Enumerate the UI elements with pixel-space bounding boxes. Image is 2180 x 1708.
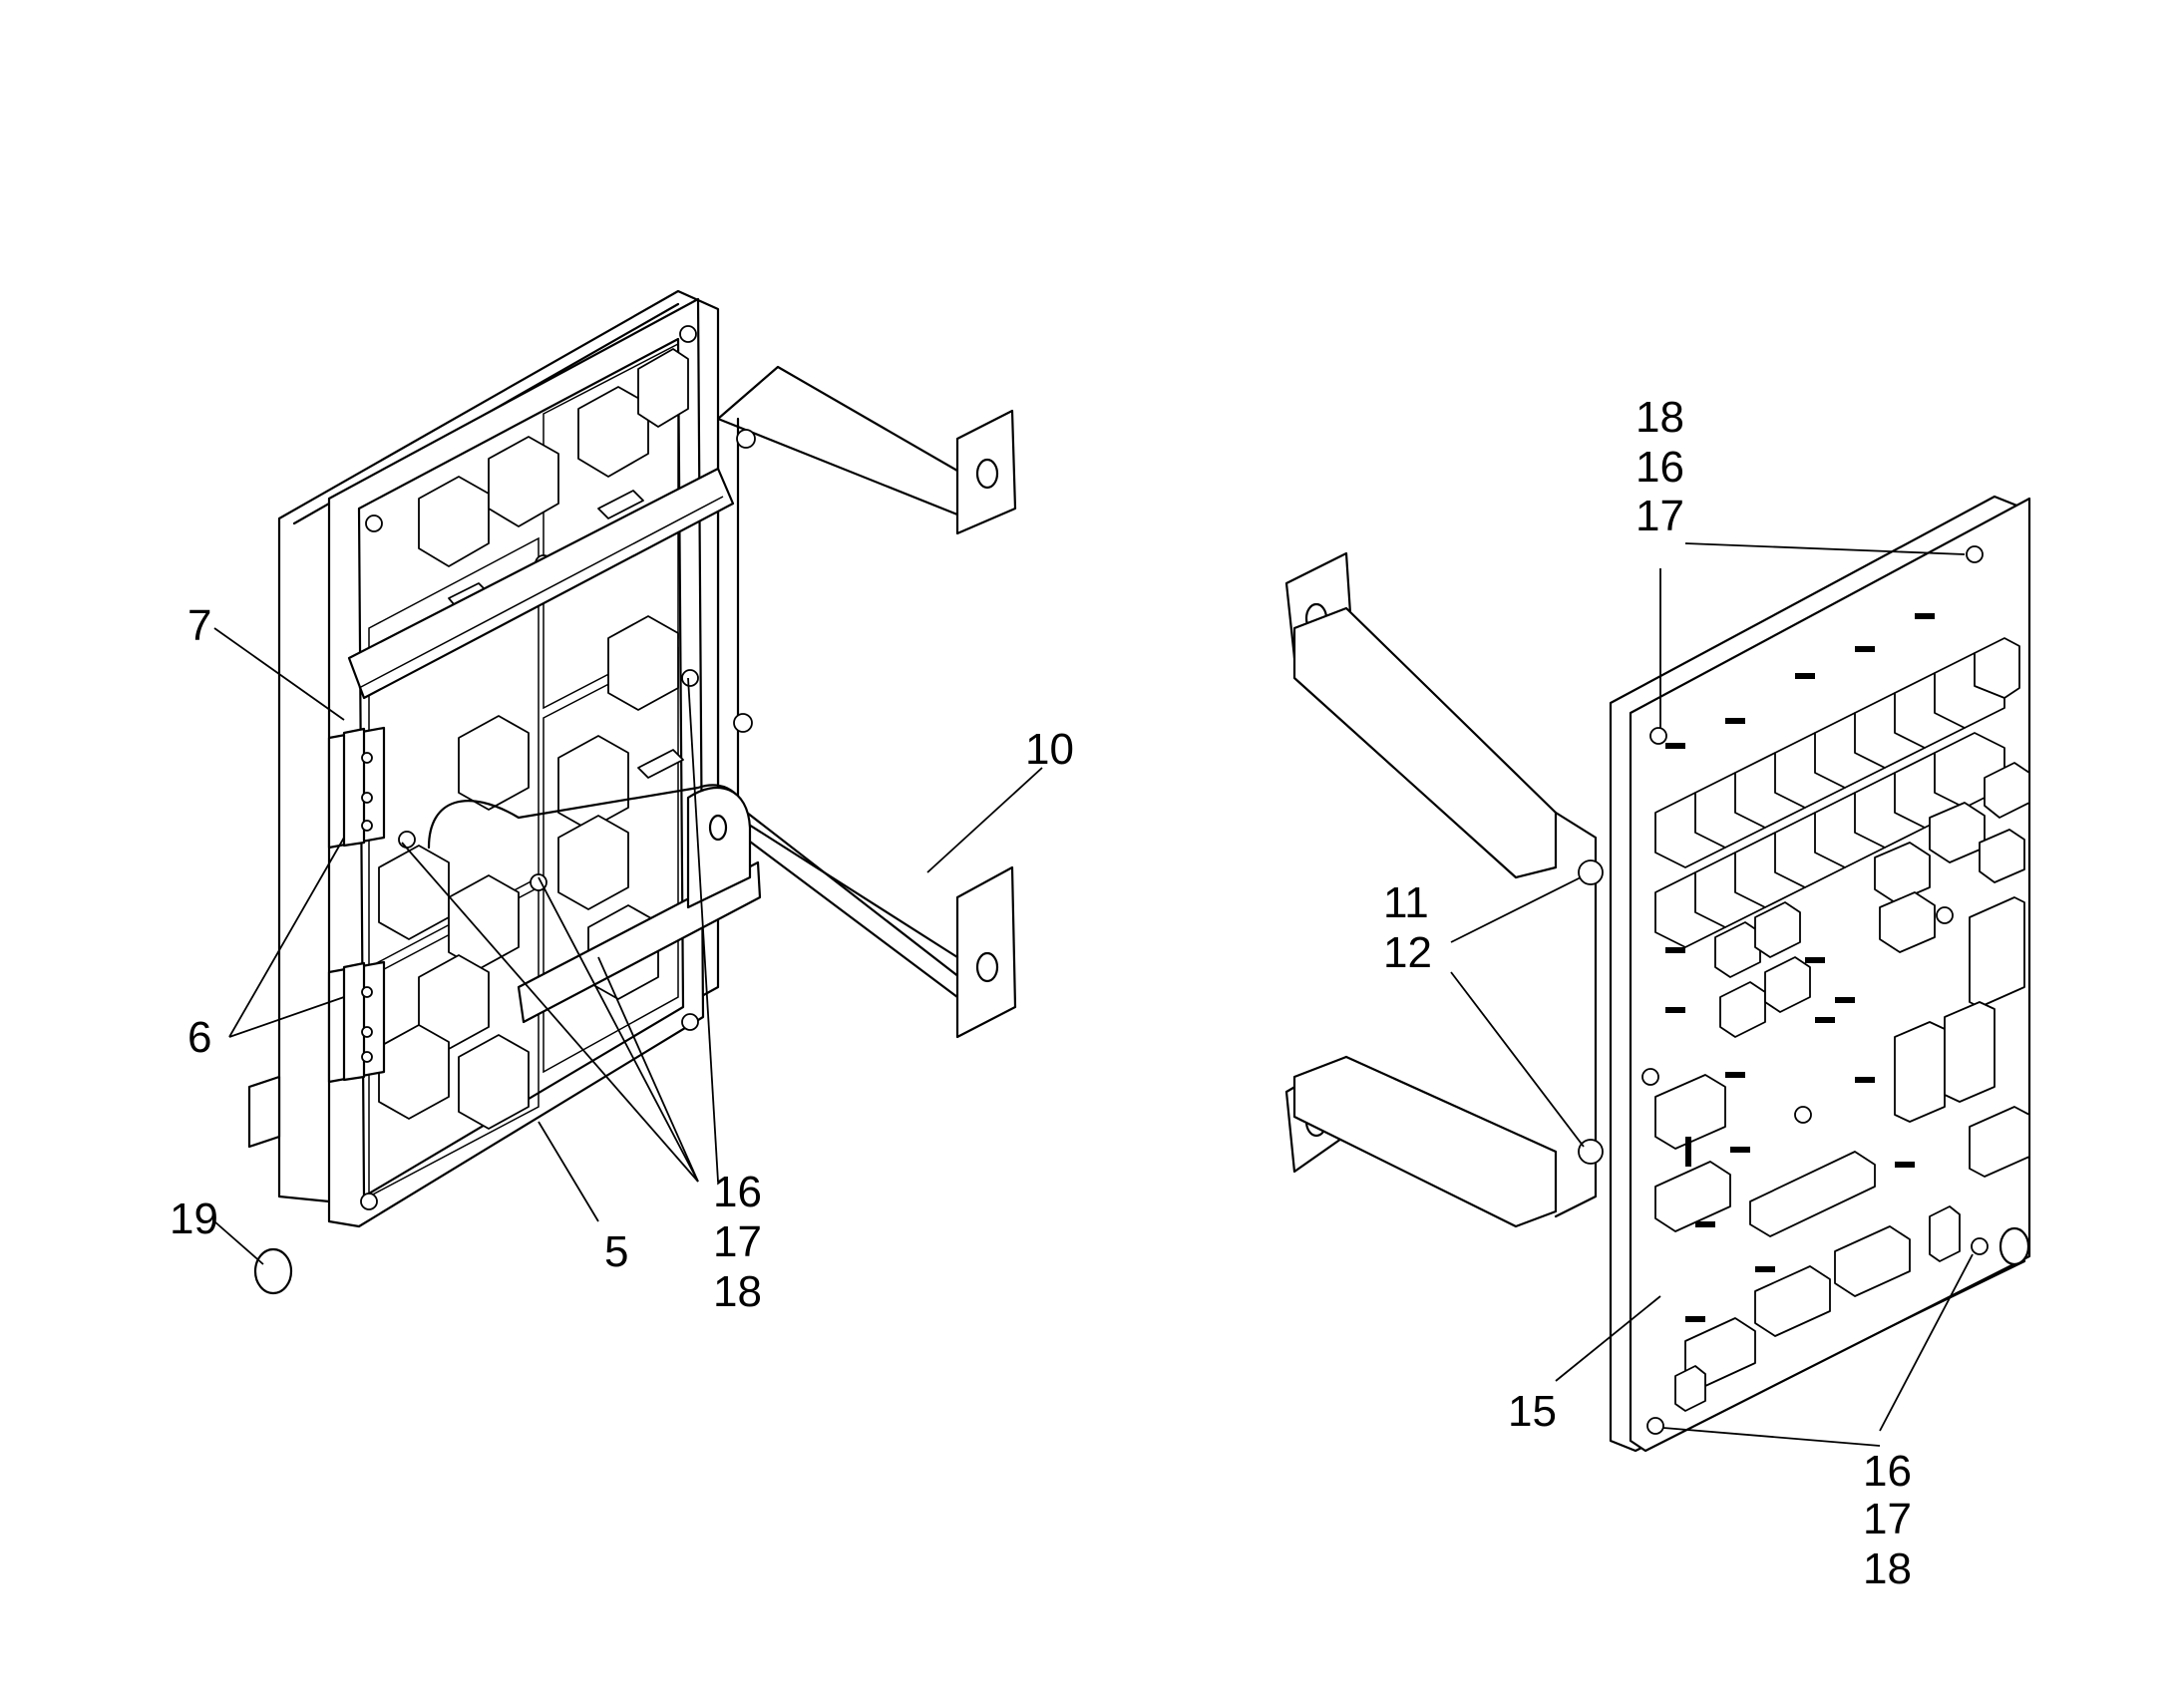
callout-16-top: 16 — [1635, 443, 1684, 492]
callout-7: 7 — [187, 601, 211, 650]
relay-bank — [1654, 637, 2020, 948]
component-block-a — [1654, 1161, 1731, 1232]
smd-clusters — [1665, 613, 1935, 1322]
right-mounting-bracket — [1284, 551, 1604, 1228]
latch-knob — [253, 1247, 293, 1295]
component-block-b — [1754, 1265, 1831, 1337]
connector-e — [1979, 829, 2025, 883]
left-leader-lines — [213, 627, 1043, 1265]
callout-12: 12 — [1383, 928, 1432, 977]
mounting-bracket — [716, 365, 1017, 1039]
right-callouts: 18 16 17 11 12 15 16 17 18 — [1383, 393, 1912, 1593]
transformer-block — [1654, 1074, 1726, 1150]
connector-d — [1879, 891, 1936, 953]
callout-10: 10 — [1025, 725, 1074, 774]
left-callouts: 7 6 10 16 17 18 5 19 — [170, 601, 1074, 1316]
right-leader-lines — [1450, 542, 1974, 1447]
connector-c — [1984, 762, 2030, 819]
connector-h — [1719, 981, 1766, 1038]
right-assembly — [1284, 495, 2031, 1453]
right-relay-d — [1969, 1106, 2030, 1178]
callout-5: 5 — [604, 1227, 628, 1276]
right-relay-a — [1969, 896, 2025, 1008]
side-connector — [247, 1075, 281, 1149]
component-block-f — [1929, 1205, 1961, 1262]
right-relay-b — [1894, 1021, 1946, 1123]
cable-strap-lower — [427, 784, 762, 1024]
callout-18-bottom: 18 — [1863, 1544, 1912, 1593]
screw-top-right — [1966, 545, 1984, 563]
hinge-lower — [327, 960, 386, 1084]
callout-17-top: 17 — [1635, 492, 1684, 540]
right-circuit-board — [1629, 497, 2031, 1453]
callout-18-left: 18 — [713, 1267, 762, 1316]
callout-17-bottom: 17 — [1863, 1495, 1912, 1543]
screw-bottom-left — [1646, 1417, 1664, 1435]
cable-strap-upper — [347, 467, 735, 700]
ribbon-connector — [1749, 1151, 1876, 1237]
connector-i — [1764, 956, 1811, 1013]
callout-16-bottom: 16 — [1863, 1447, 1912, 1496]
callout-11: 11 — [1383, 878, 1429, 927]
callout-19: 19 — [170, 1195, 218, 1243]
right-latch-knob — [1998, 1226, 2030, 1266]
hinge-upper — [327, 726, 386, 850]
screw-bottom-right — [1971, 1237, 1989, 1255]
screw-top-left — [1649, 727, 1667, 745]
callout-15: 15 — [1508, 1387, 1557, 1436]
connector-g — [1754, 901, 1801, 958]
connector-f — [1714, 921, 1761, 978]
circuit-board-front — [327, 297, 756, 1228]
component-block-c — [1834, 1225, 1911, 1297]
callout-6: 6 — [187, 1013, 211, 1062]
callout-18-top: 18 — [1635, 393, 1684, 442]
connector-a — [1874, 842, 1931, 903]
right-relay-c — [1944, 1001, 1996, 1103]
callout-17-left: 17 — [713, 1217, 762, 1266]
left-assembly — [247, 289, 1017, 1295]
component-block-e — [1674, 1365, 1706, 1412]
callout-16-left: 16 — [713, 1168, 762, 1216]
